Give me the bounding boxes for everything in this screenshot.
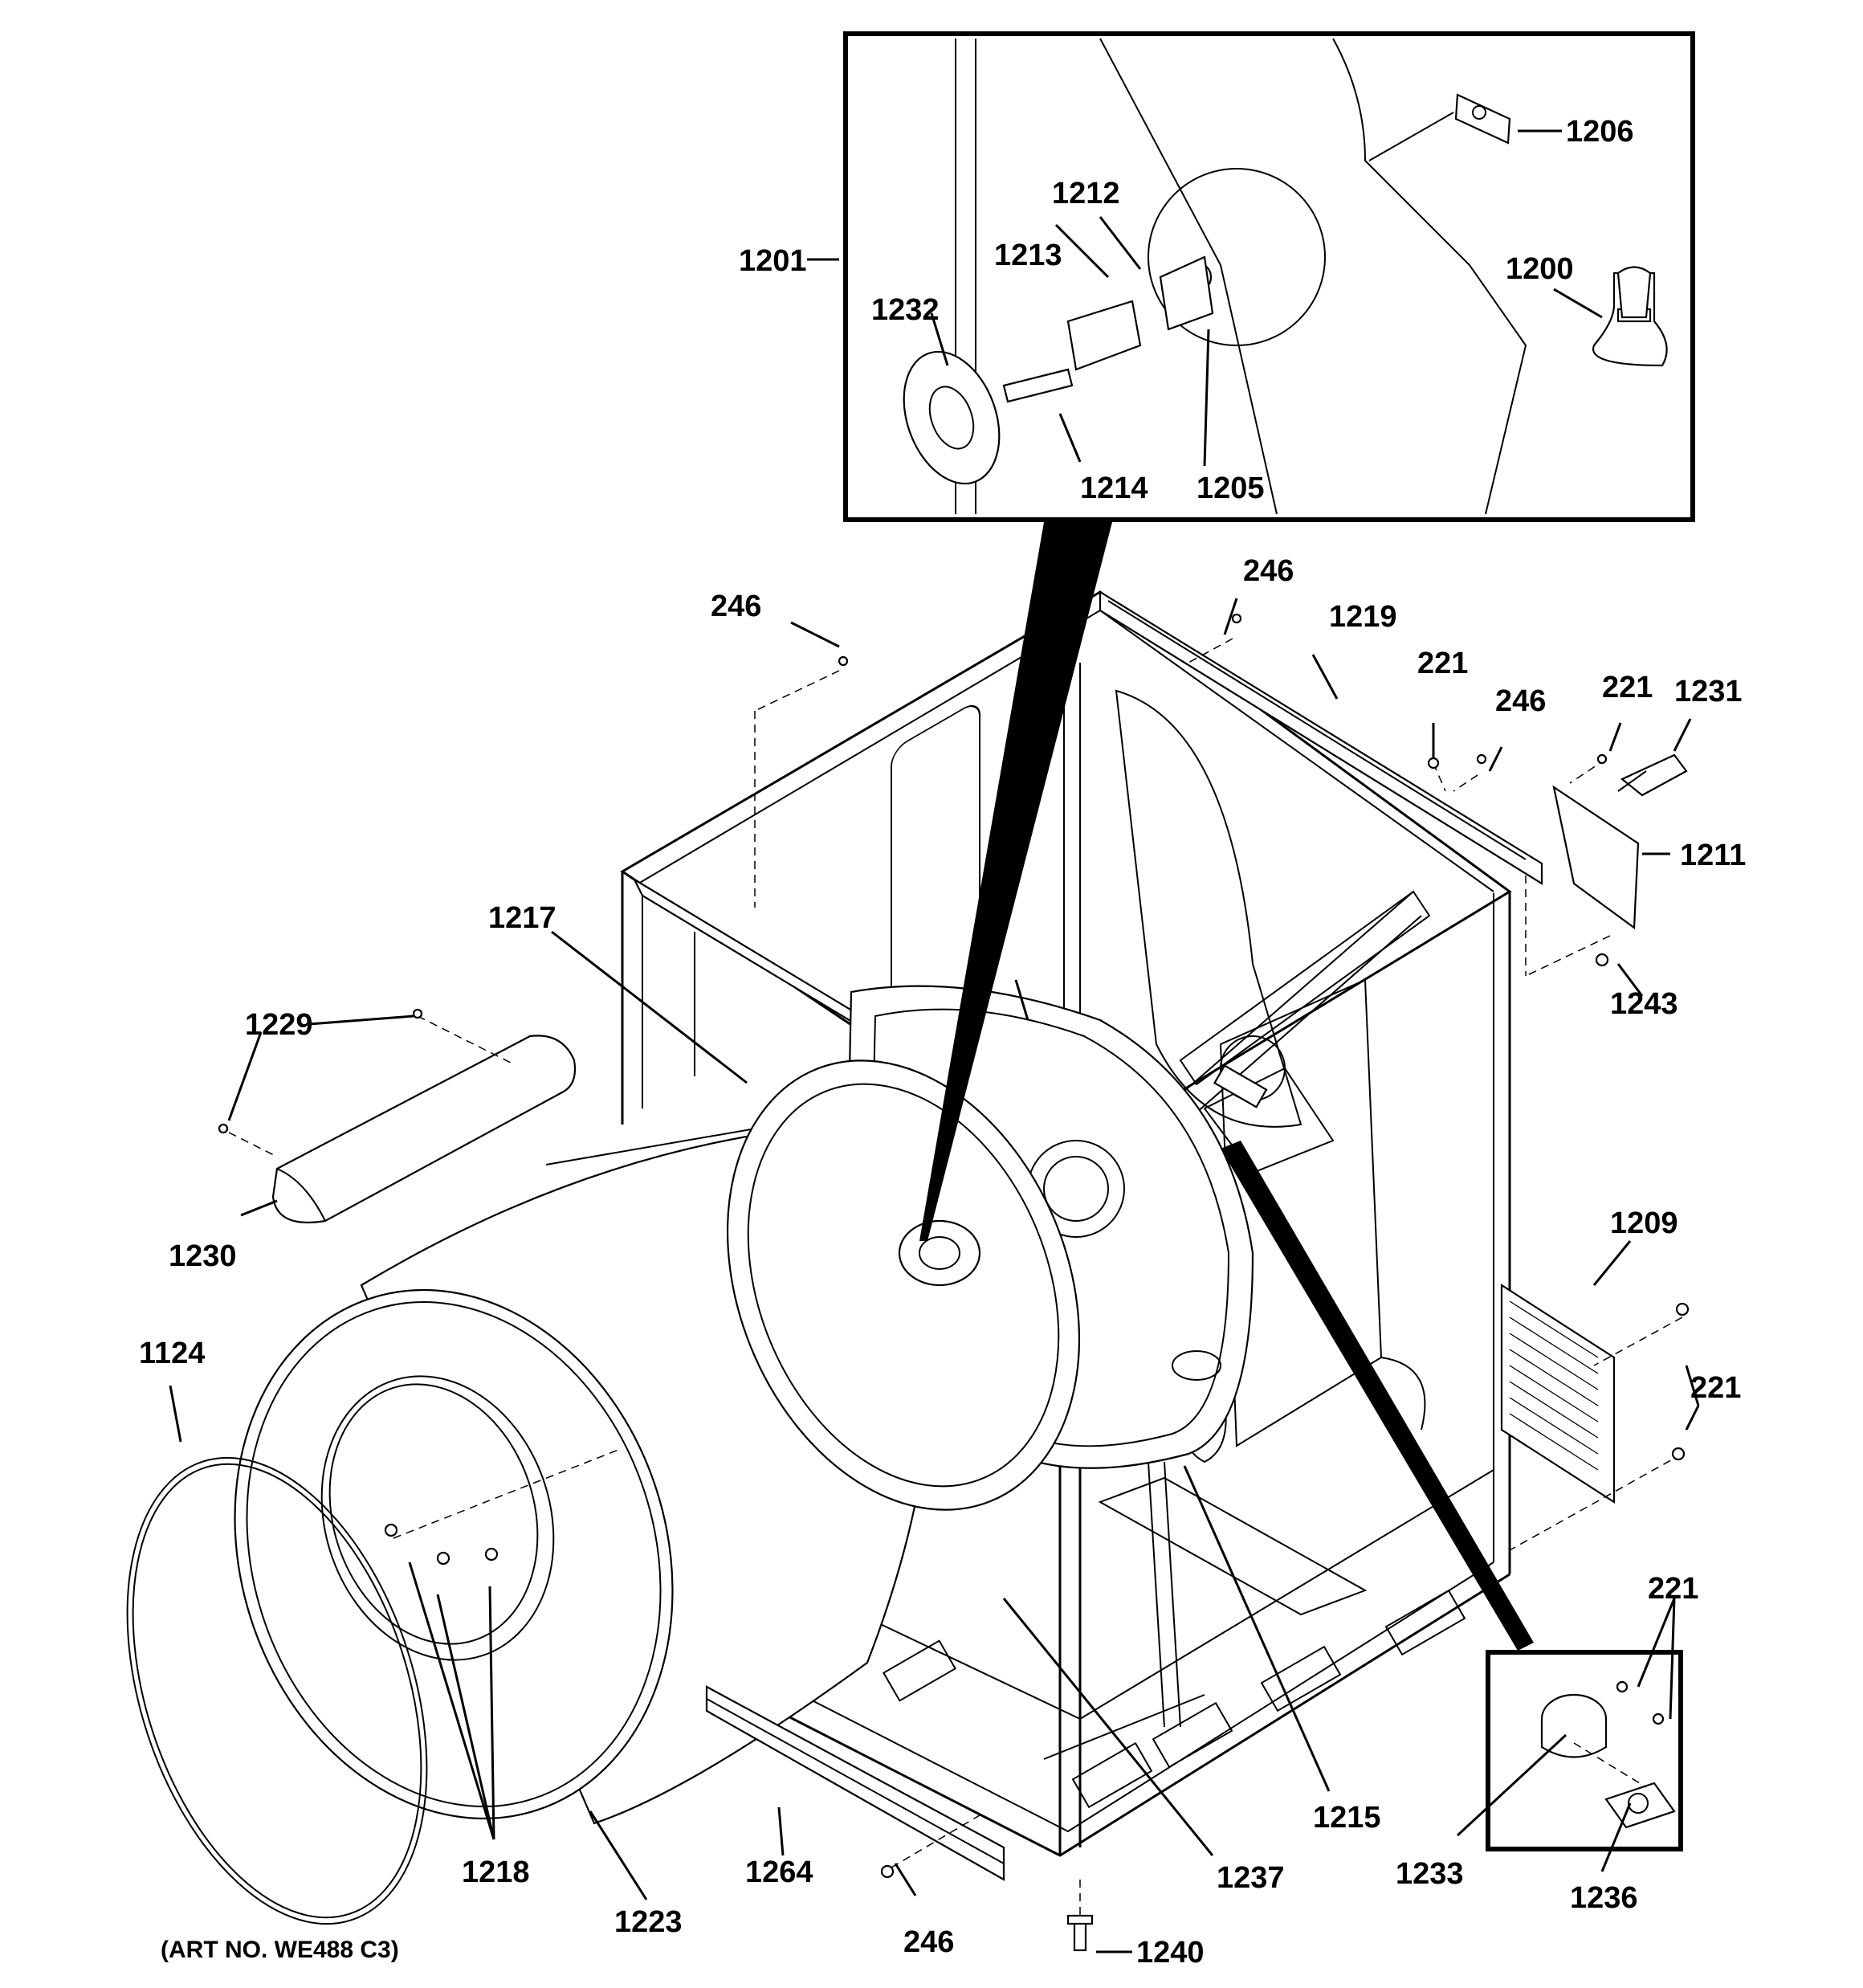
- screw-icon: [436, 1551, 450, 1565]
- screw-icon: [838, 655, 849, 667]
- callout-221-right: 221: [1690, 1371, 1741, 1405]
- rear-grille-panel: [1500, 1283, 1616, 1504]
- callout-1214: 1214: [1080, 471, 1148, 505]
- callout-1212: 1212: [1052, 177, 1120, 210]
- callout-1243: 1243: [1610, 987, 1678, 1021]
- callout-221-bracket: 221: [1602, 671, 1653, 704]
- screw-icons: [218, 613, 1690, 1952]
- screw-icon: [384, 1523, 398, 1537]
- callout-1205: 1205: [1196, 471, 1265, 505]
- callout-1124: 1124: [139, 1337, 205, 1370]
- callout-221-top: 221: [1417, 647, 1468, 680]
- callout-1218: 1218: [462, 1855, 530, 1889]
- callout-1215: 1215: [1313, 1801, 1381, 1835]
- screw-icon: [218, 1123, 229, 1134]
- callout-1211: 1211: [1680, 839, 1746, 872]
- callout-246-bottom: 246: [903, 1925, 954, 1959]
- bolt-icon: [1066, 1914, 1094, 1925]
- callout-1200: 1200: [1506, 252, 1574, 286]
- inset-thermostat: [1486, 1650, 1683, 1851]
- screw-icon: [412, 1008, 423, 1019]
- thermostat-mount: [1213, 1064, 1268, 1108]
- callout-1240: 1240: [1136, 1936, 1205, 1970]
- callout-1236: 1236: [1570, 1881, 1638, 1915]
- drum-rear-ring: [726, 1059, 1081, 1511]
- front-base-rail: [705, 1685, 1005, 1881]
- screw-icon: [1671, 1447, 1686, 1461]
- callout-246-top-right: 246: [1243, 554, 1294, 588]
- callout-1223: 1223: [614, 1905, 683, 1939]
- callout-221-inset: 221: [1648, 1572, 1698, 1606]
- screw-icon: [1476, 753, 1487, 765]
- callout-1209: 1209: [1610, 1206, 1678, 1240]
- callout-246-top-left: 246: [711, 590, 761, 623]
- callout-1201: 1201: [739, 244, 807, 278]
- bracket-and-plug: [1552, 753, 1688, 930]
- callout-1206: 1206: [1566, 115, 1634, 149]
- callout-1231: 1231: [1674, 675, 1743, 708]
- screw-icon: [484, 1547, 499, 1561]
- callout-1233: 1233: [1396, 1857, 1464, 1891]
- callout-1232: 1232: [871, 293, 940, 327]
- callout-246-mid-right: 246: [1495, 684, 1546, 718]
- zoom-wedges: [919, 522, 1534, 1651]
- leader-lines: [169, 129, 1700, 1953]
- screw-icon: [1231, 613, 1242, 624]
- callout-1219: 1219: [1329, 600, 1397, 634]
- screw-icon: [880, 1864, 895, 1879]
- screw-icon: [1595, 953, 1609, 967]
- screw-icon: [1427, 757, 1440, 769]
- screw-icon: [1675, 1302, 1690, 1316]
- art-number: (ART NO. WE488 C3): [161, 1937, 399, 1963]
- screw-icon: [1616, 1680, 1629, 1693]
- callout-labels: 1206 1212 1201 1213 1200 1232 1214 1205 …: [139, 115, 1746, 1970]
- drum-front-seal: [126, 1456, 428, 1925]
- callout-1237: 1237: [1217, 1861, 1285, 1895]
- screw-icon: [1596, 753, 1608, 765]
- callout-1230: 1230: [169, 1239, 237, 1273]
- callout-1229: 1229: [245, 1008, 313, 1042]
- top-duct: [271, 1035, 577, 1224]
- callout-1213: 1213: [994, 239, 1062, 272]
- callout-1264: 1264: [745, 1855, 813, 1889]
- screw-icon: [1652, 1712, 1665, 1725]
- inset-rear-bearing: [843, 31, 1695, 522]
- callout-1217: 1217: [488, 901, 556, 935]
